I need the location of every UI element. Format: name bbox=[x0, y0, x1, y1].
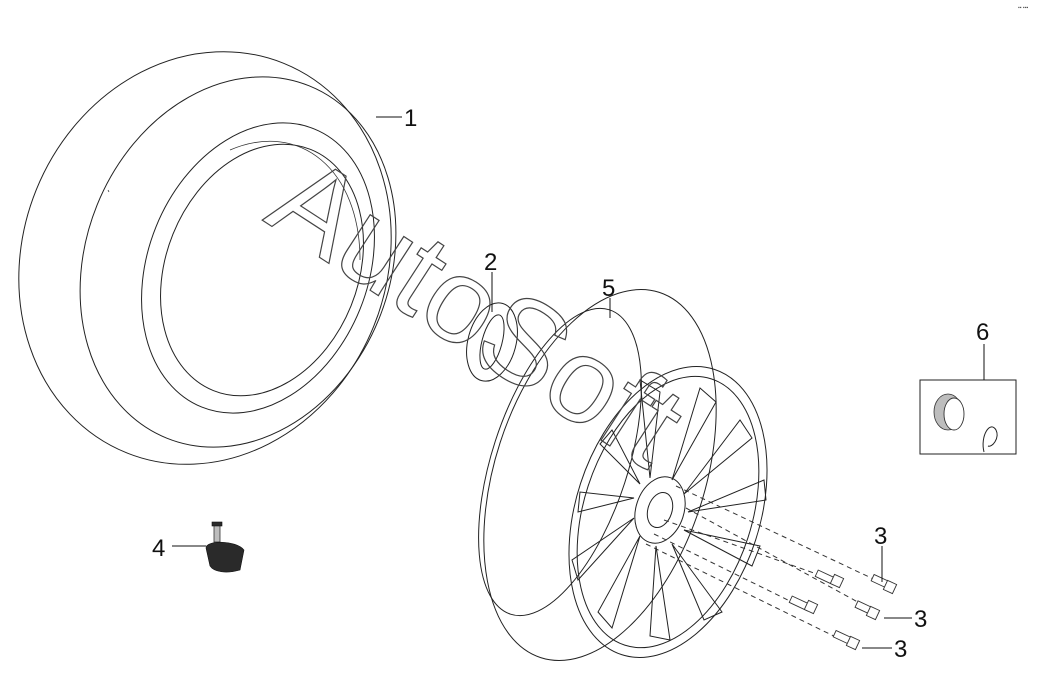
svg-text:5: 5 bbox=[602, 275, 615, 302]
tpms-sensor[interactable] bbox=[205, 521, 245, 573]
callout-bolt-b[interactable]: 3 bbox=[884, 606, 927, 633]
svg-text:1: 1 bbox=[404, 105, 417, 132]
wheel-bolts[interactable] bbox=[788, 569, 898, 651]
bolt[interactable] bbox=[814, 569, 845, 589]
svg-text:4: 4 bbox=[152, 535, 165, 562]
callout-wheel[interactable]: 5 bbox=[602, 275, 615, 318]
bolt[interactable] bbox=[832, 629, 861, 651]
tire[interactable] bbox=[0, 0, 452, 521]
bolt[interactable] bbox=[788, 595, 819, 615]
bolt[interactable] bbox=[854, 600, 881, 621]
callout-tire[interactable]: 1 bbox=[376, 105, 417, 132]
valve-cap[interactable] bbox=[458, 297, 525, 387]
svg-text:3: 3 bbox=[874, 523, 887, 550]
callout-bolt-a[interactable]: 3 bbox=[874, 523, 887, 582]
wheel-spokes bbox=[571, 379, 767, 641]
bolt[interactable] bbox=[870, 573, 898, 595]
svg-text:2: 2 bbox=[484, 249, 497, 276]
wheel-rim[interactable] bbox=[441, 260, 802, 690]
bolt-guide-lines bbox=[645, 485, 885, 645]
svg-text:6: 6 bbox=[976, 319, 989, 346]
callout-center-cap[interactable]: 6 bbox=[976, 319, 989, 380]
corner-mark: ▪▪ ▪▪▪ bbox=[1018, 5, 1028, 11]
svg-text:3: 3 bbox=[894, 636, 907, 663]
watermark: AutoSoft bbox=[248, 129, 707, 492]
callout-valve-cap[interactable]: 2 bbox=[484, 249, 497, 312]
callout-bolt-c[interactable]: 3 bbox=[862, 636, 907, 663]
svg-text:3: 3 bbox=[914, 606, 927, 633]
callout-tpms-sensor[interactable]: 4 bbox=[152, 535, 206, 562]
center-cap[interactable] bbox=[919, 379, 1017, 455]
